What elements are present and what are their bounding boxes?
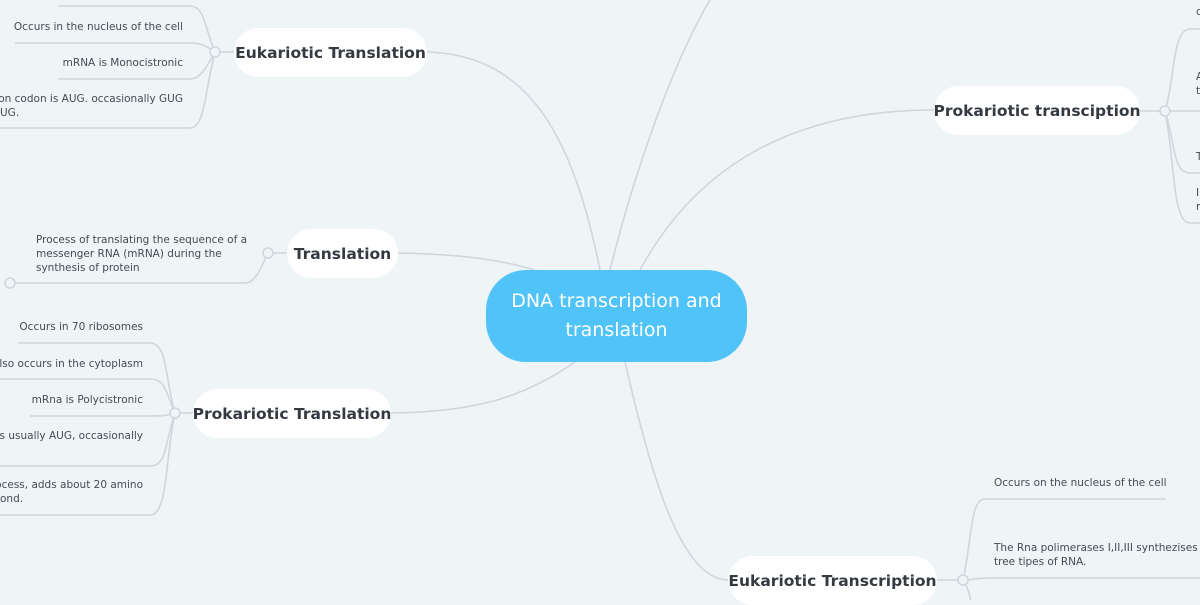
central-topic[interactable]: DNA transcription and translation [486,270,747,362]
subtopic[interactable]: tree tipes of RNA. [994,556,1087,568]
central-topic-line: translation [565,319,668,341]
subtopic-line[interactable]: messenger RNA (mRNA) during the [36,248,222,260]
subtopic[interactable]: Also occurs in the cytoplasm [0,358,143,370]
collapse-handle[interactable] [1159,105,1171,117]
subtopic[interactable]: rocess, adds about 20 amino [0,479,143,491]
central-topic-line: DNA transcription and [511,290,722,312]
subtopic[interactable]: A [1196,71,1200,83]
subtopic[interactable]: ond. [0,493,24,505]
topic-prokariotic-translation[interactable]: Prokariotic Translation [193,389,391,438]
subtopic[interactable]: c [1196,6,1200,18]
subtopic[interactable]: t [1196,85,1200,97]
topic-eukariotic-transcription[interactable]: Eukariotic Transcription [728,556,937,605]
subtopic[interactable]: T [1196,151,1200,163]
subtopic-line[interactable]: synthesis of protein [36,262,140,274]
subtopic[interactable]: n [1196,201,1200,213]
collapse-handle[interactable] [957,574,969,586]
collapse-handle[interactable] [209,46,221,58]
collapse-handle[interactable] [169,407,181,419]
subtopic[interactable]: The Rna polimerases I,II,III synthezises… [994,542,1200,554]
topic-eukariotic-translation[interactable]: Eukariotic Translation [234,28,427,77]
subtopic[interactable]: tion codon is AUG. occasionally GUG [0,93,183,105]
subtopic[interactable]: mRNA is Monocistronic [62,57,183,69]
subtopic[interactable]: mRna is Polycistronic [31,394,143,406]
collapse-handle[interactable] [262,247,274,259]
subtopic[interactable]: n is usually AUG, occasionally [0,430,143,442]
subtopic[interactable]: I [1196,187,1200,199]
subtopic[interactable]: UG. [0,107,20,119]
topic-prokariotic-transcription[interactable]: Prokariotic transciption [933,86,1141,135]
subtopic[interactable]: Occurs on the nucleus of the cell [994,477,1167,489]
subtopic-line[interactable]: Process of translating the sequence of a [36,234,248,246]
subtopic[interactable]: Occurs in 70 ribosomes [19,321,143,333]
subtopic[interactable]: Occurs in the nucleus of the cell [13,21,183,33]
collapse-handle[interactable] [4,277,16,289]
topic-translation[interactable]: Translation [287,229,398,278]
